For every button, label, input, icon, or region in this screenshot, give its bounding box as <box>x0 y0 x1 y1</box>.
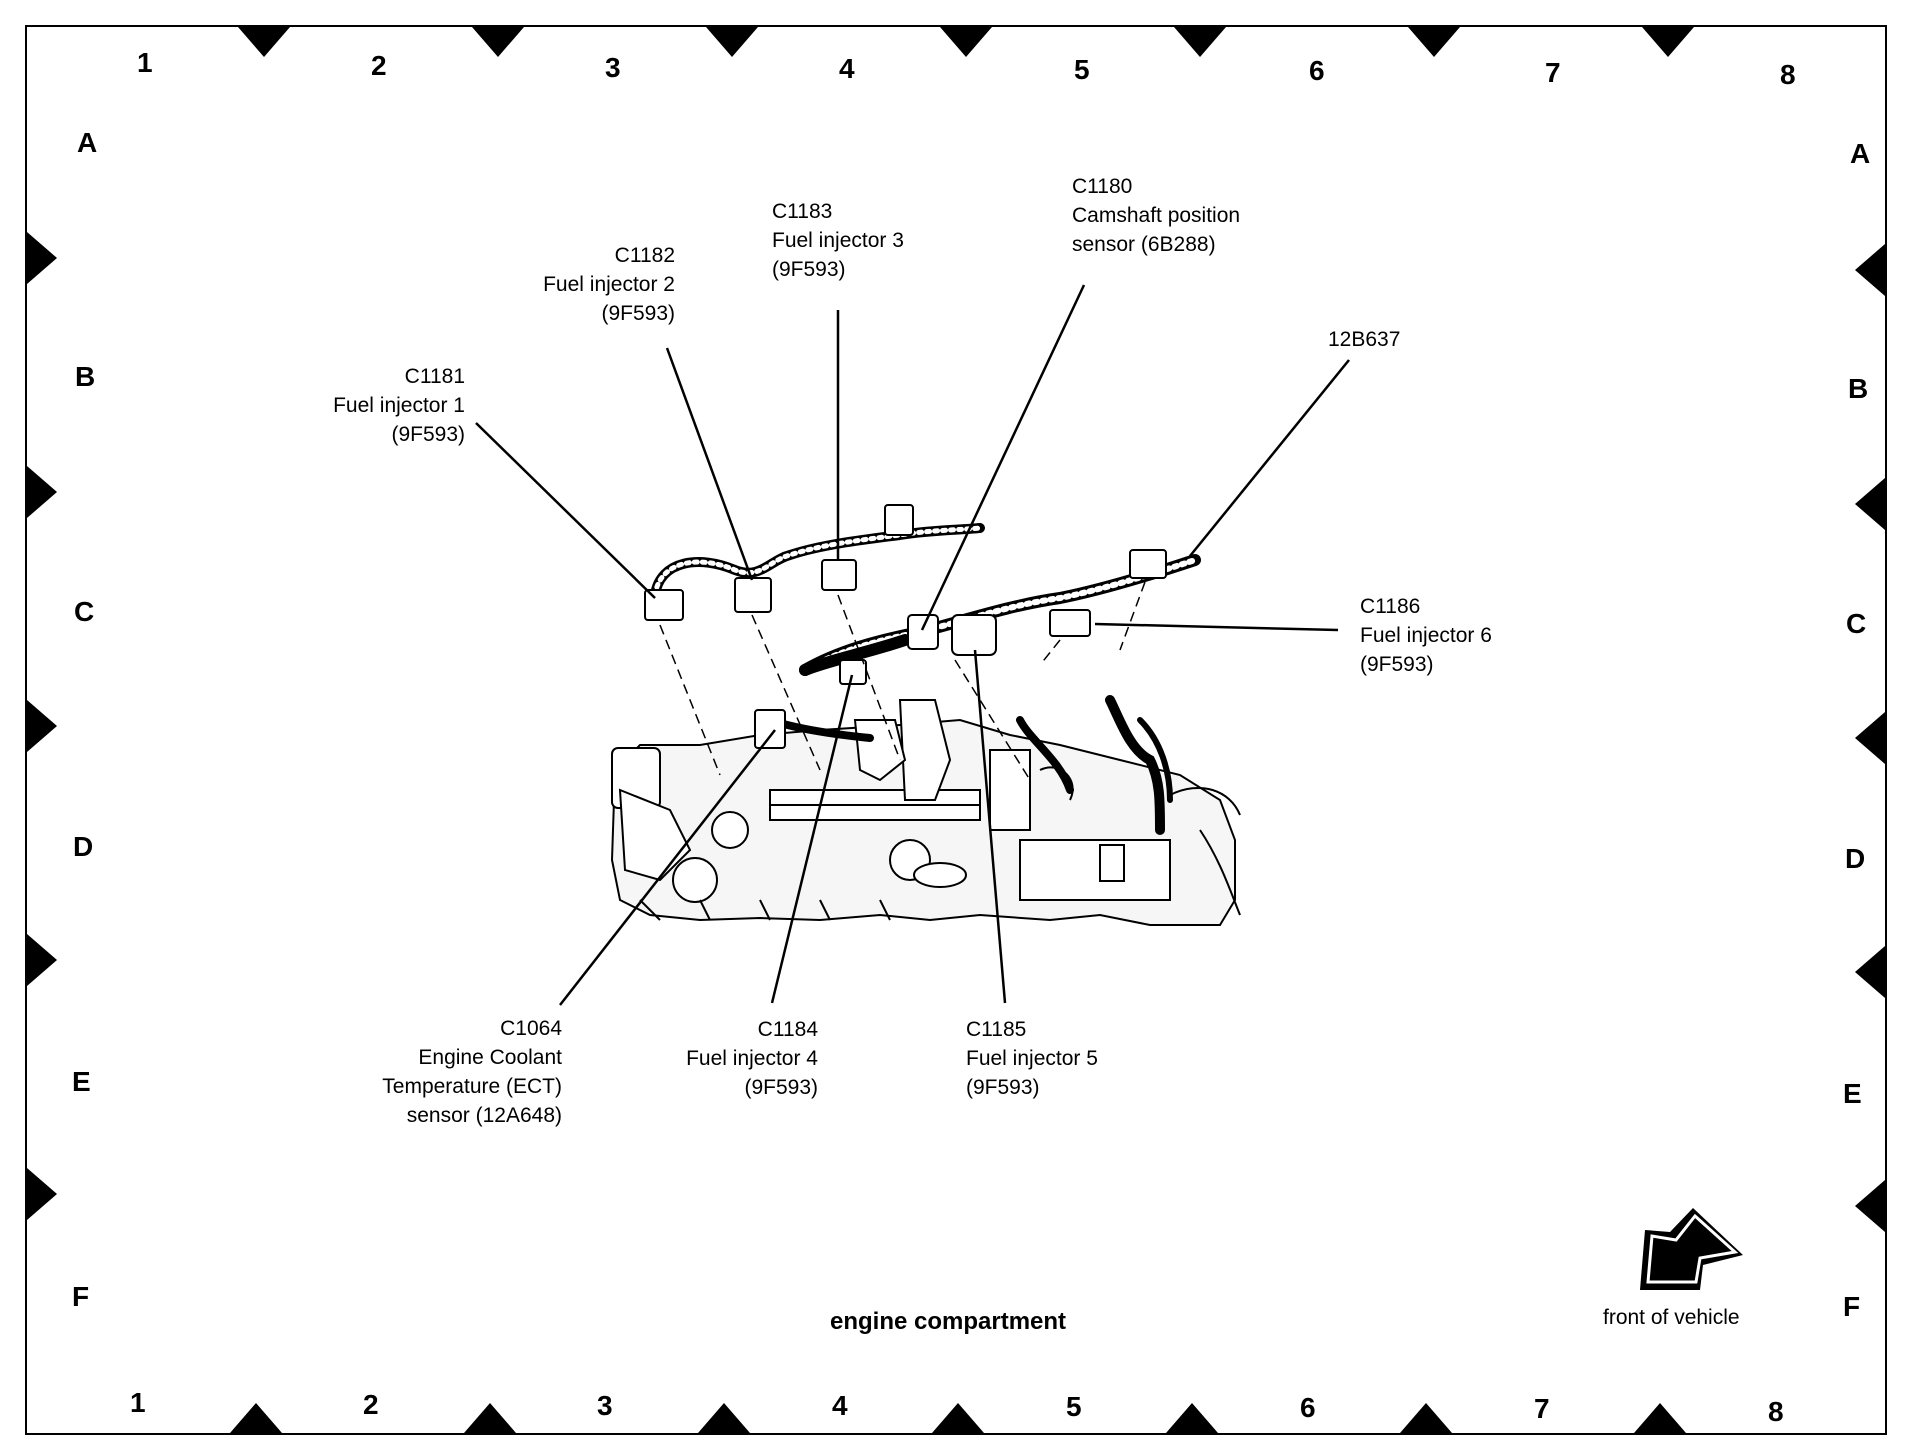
callout-c1185-name: Fuel injector 5 <box>966 1047 1098 1070</box>
diagram-frame <box>25 25 1887 1435</box>
grid-col-top-3: 3 <box>605 52 621 83</box>
frame-ticks-bottom <box>230 1403 1686 1433</box>
grid-col-top-5: 5 <box>1074 54 1090 85</box>
callout-12b637-ref: 12B637 <box>1328 328 1401 351</box>
grid-col-top-2: 2 <box>371 50 387 81</box>
callout-c1183: C1183 Fuel injector 3 (9F593) <box>772 197 952 284</box>
grid-col-bottom-4: 4 <box>832 1390 848 1421</box>
grid-col-bottom-6: 6 <box>1300 1392 1316 1423</box>
callout-c1186-ref: C1186 <box>1360 595 1421 618</box>
grid-row-right-c: C <box>1846 608 1867 639</box>
grid-col-top-6: 6 <box>1309 55 1325 86</box>
callout-c1184: C1184 Fuel injector 4 (9F593) <box>640 1015 818 1102</box>
callout-c1064-name2: Temperature (ECT) <box>382 1075 562 1098</box>
engine-block <box>610 699 1241 926</box>
callout-c1185: C1185 Fuel injector 5 (9F593) <box>966 1015 1146 1102</box>
grid-row-right-e: E <box>1843 1078 1862 1109</box>
callout-c1064: C1064 Engine Coolant Temperature (ECT) s… <box>340 1014 562 1130</box>
callout-c1181-part: (9F593) <box>391 423 465 446</box>
grid-col-top-7: 7 <box>1545 57 1561 88</box>
grid-col-bottom-3: 3 <box>597 1390 613 1421</box>
grid-col-top-8: 8 <box>1780 59 1796 90</box>
callout-c1182-name: Fuel injector 2 <box>543 273 675 296</box>
wiring-harness <box>650 523 1201 835</box>
leader-c1184 <box>770 674 854 1004</box>
callout-c1186-part: (9F593) <box>1360 653 1434 676</box>
arrow-down-left-icon <box>1640 1208 1743 1290</box>
grid-row-left-e: E <box>72 1066 91 1097</box>
leader-c1182 <box>665 347 754 581</box>
callout-c1064-part: sensor (12A648) <box>406 1104 562 1127</box>
callout-c1180-ref: C1180 <box>1072 175 1133 198</box>
callout-c1183-ref: C1183 <box>772 200 833 223</box>
grid-col-bottom-7: 7 <box>1534 1393 1550 1424</box>
callout-c1181-name: Fuel injector 1 <box>333 394 465 417</box>
grid-col-bottom-8: 8 <box>1768 1396 1784 1427</box>
callout-c1184-part: (9F593) <box>744 1076 818 1099</box>
grid-row-left-a: A <box>77 127 98 158</box>
leader-c1181 <box>475 422 656 599</box>
grid-col-bottom-2: 2 <box>363 1389 379 1420</box>
callout-c1183-name: Fuel injector 3 <box>772 229 904 252</box>
callout-c1064-ref: C1064 <box>500 1017 562 1040</box>
callout-c1181: C1181 Fuel injector 1 (9F593) <box>300 362 465 449</box>
callout-12b637: 12B637 <box>1328 325 1448 354</box>
leader-c1064 <box>559 729 776 1006</box>
alignment-lines <box>659 581 1146 781</box>
callout-c1181-ref: C1181 <box>404 365 465 388</box>
callout-c1186-name: Fuel injector 6 <box>1360 624 1492 647</box>
callout-c1180-name: Camshaft position <box>1072 204 1241 227</box>
grid-col-bottom-1: 1 <box>130 1387 146 1418</box>
leader-lines <box>475 284 1350 1006</box>
leader-12b637 <box>1189 359 1350 557</box>
callout-c1064-name: Engine Coolant <box>418 1046 562 1069</box>
grid-row-left-d: D <box>73 831 94 862</box>
callout-c1182: C1182 Fuel injector 2 (9F593) <box>520 241 675 328</box>
callout-c1184-name: Fuel injector 4 <box>686 1047 818 1070</box>
callout-c1180-name2: sensor (6B288) <box>1072 233 1216 256</box>
leader-c1185 <box>973 649 1007 1004</box>
grid-row-right-d: D <box>1845 843 1866 874</box>
leader-c1186 <box>1094 622 1339 632</box>
frame-ticks-top <box>238 27 1694 57</box>
grid-row-left-b: B <box>75 361 96 392</box>
grid-row-right-f: F <box>1843 1291 1861 1322</box>
callout-c1182-part: (9F593) <box>601 302 675 325</box>
callout-c1183-part: (9F593) <box>772 258 846 281</box>
frame-ticks-right <box>1855 244 1885 1232</box>
grid-col-bottom-5: 5 <box>1066 1391 1082 1422</box>
grid-row-left-c: C <box>74 596 95 627</box>
grid-col-top-1: 1 <box>137 47 153 78</box>
grid-col-top-4: 4 <box>839 53 855 84</box>
frame-ticks-left <box>27 232 57 1220</box>
callout-c1186: C1186 Fuel injector 6 (9F593) <box>1360 592 1540 679</box>
grid-row-right-a: A <box>1850 138 1871 169</box>
callout-c1185-part: (9F593) <box>966 1076 1040 1099</box>
callout-c1184-ref: C1184 <box>757 1018 818 1041</box>
callout-c1180: C1180 Camshaft position sensor (6B288) <box>1072 172 1272 259</box>
leader-c1180 <box>920 284 1086 631</box>
callout-c1185-ref: C1185 <box>966 1018 1027 1041</box>
grid-row-left-f: F <box>72 1281 90 1312</box>
grid-row-right-b: B <box>1848 373 1869 404</box>
callout-c1182-ref: C1182 <box>614 244 675 267</box>
front-of-vehicle-label: front of vehicle <box>1603 1306 1740 1329</box>
connectors <box>644 504 1167 749</box>
diagram-caption: engine compartment <box>830 1308 1067 1335</box>
